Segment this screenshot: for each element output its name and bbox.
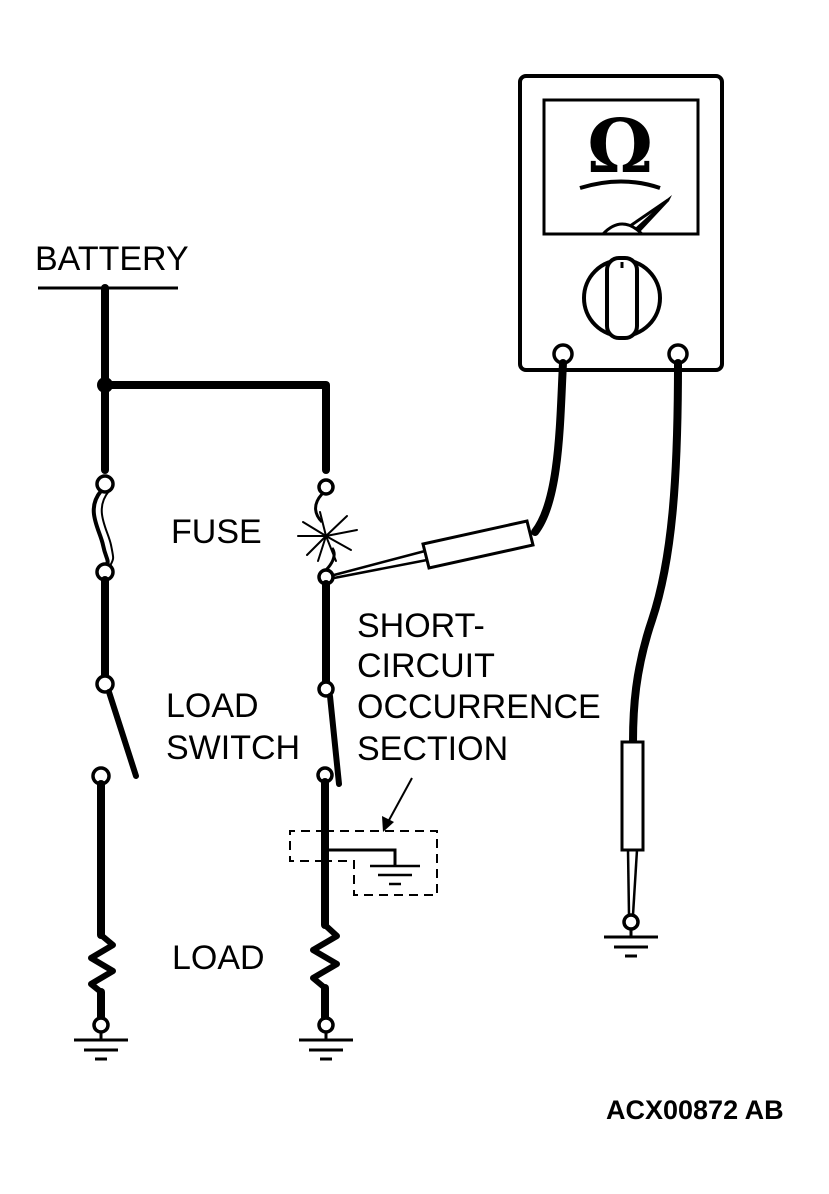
battery-label: BATTERY <box>35 240 189 278</box>
right-ground-icon <box>299 1032 353 1061</box>
short-circuit-label-line2: CIRCUIT <box>357 647 495 685</box>
fuse-label: FUSE <box>171 513 262 551</box>
ohmmeter: Ω <box>518 74 724 372</box>
left-switch-terminal-top <box>95 674 115 694</box>
short-circuit-label-line4: SECTION <box>357 730 508 768</box>
main-feed-wire <box>97 284 330 474</box>
load-switch-label-line1: LOAD <box>166 687 259 725</box>
left-fuse-terminal-top <box>95 474 115 494</box>
left-ground-icon <box>74 1032 128 1061</box>
right-switch-terminal-top <box>317 680 335 698</box>
left-branch <box>74 474 139 1061</box>
ohm-symbol-icon: Ω <box>587 104 653 190</box>
right-ground-terminal <box>317 1016 335 1034</box>
short-section-arrow <box>387 777 413 823</box>
right-switch-blade <box>327 693 342 787</box>
meter-scale-arc <box>579 179 661 190</box>
ohmmeter-display <box>542 98 700 236</box>
left-switch-blade <box>106 689 139 779</box>
selector-dial-pointer <box>605 256 639 340</box>
left-fuse-element <box>91 489 110 568</box>
short-ground-icon <box>370 864 420 886</box>
probe-left-tip <box>333 549 426 577</box>
short-circuit-section <box>289 777 438 896</box>
short-circuit-label-line3: OCCURRENCE <box>357 688 601 726</box>
probe-left-handle <box>421 519 535 570</box>
probe-lead-left <box>333 359 567 580</box>
probe-ground-terminal <box>622 913 640 931</box>
fuse-spark-icon <box>297 511 358 562</box>
probe-lead-right <box>604 359 682 958</box>
right-branch <box>297 478 358 1061</box>
right-load-resistor <box>310 922 340 991</box>
short-circuit-path <box>325 848 397 866</box>
probe-right-tip <box>626 849 631 916</box>
left-ground-terminal <box>92 1016 110 1034</box>
probe-right-handle <box>620 740 645 852</box>
figure-code: ACX00872 AB <box>606 1095 784 1125</box>
probe-ground-icon <box>604 929 658 958</box>
left-load-resistor <box>88 932 116 995</box>
short-circuit-label-line1: SHORT- <box>357 607 485 645</box>
load-switch-label-line2: SWITCH <box>166 729 300 767</box>
right-fuse-terminal-top <box>317 478 335 496</box>
load-label: LOAD <box>172 939 265 977</box>
junction-dot <box>97 377 113 393</box>
